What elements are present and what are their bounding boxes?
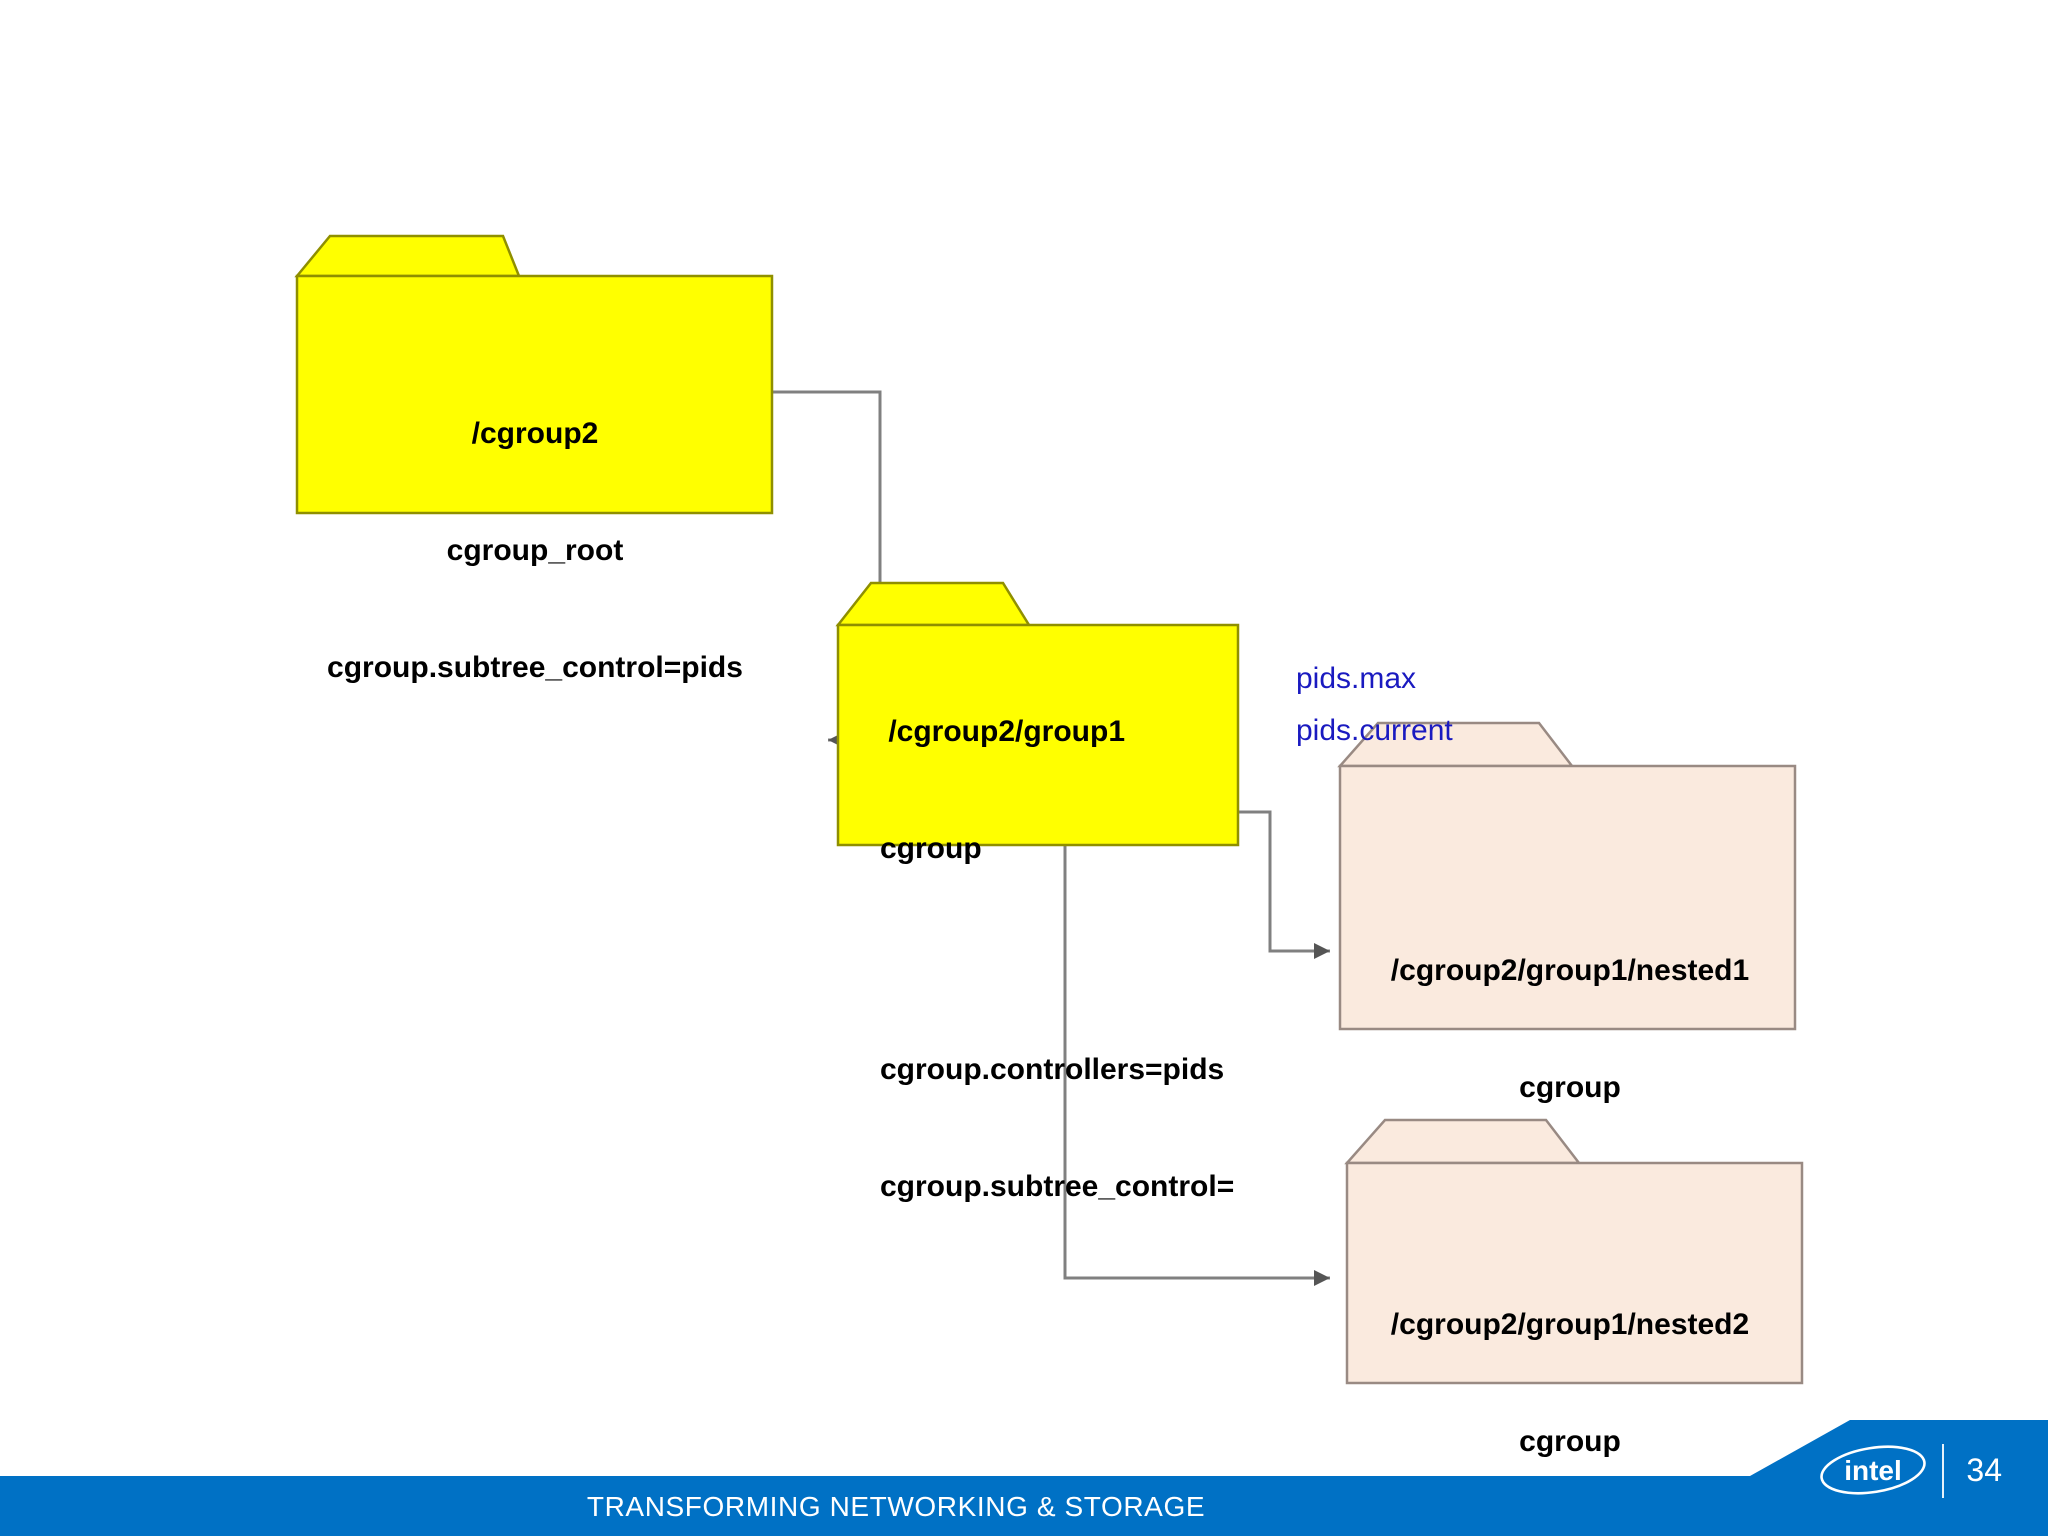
footer-badge-shape: [1750, 1420, 2048, 1536]
folder-cgroup2-group1[interactable]: [835, 581, 1240, 847]
label-line: cgroup_root: [446, 534, 624, 567]
label-line: /cgroup2/group1: [880, 715, 1126, 748]
label-line: /cgroup2: [471, 417, 599, 450]
intel-logo: intel: [1820, 1445, 1926, 1495]
folder-cgroup2-group1-nested2[interactable]: [1344, 1118, 1804, 1385]
svg-text:intel: intel: [1844, 1455, 1902, 1486]
label-spacer: [880, 946, 1310, 972]
folder-body: [1345, 1161, 1804, 1385]
label-line: cgroup.controllers=pids: [880, 1053, 1225, 1086]
label-line: cgroup: [880, 832, 982, 865]
folder-tab: [835, 581, 1032, 627]
folder-body: [836, 623, 1240, 847]
folder-tab: [294, 234, 521, 278]
folder-cgroup2-root[interactable]: [294, 234, 774, 515]
label-line: cgroup: [1519, 1425, 1621, 1458]
label-line: cgroup.subtree_control=: [880, 1170, 1235, 1203]
folder-label-cgroup2-group1: /cgroup2/group1 cgroup cgroup.controller…: [880, 634, 1310, 1284]
folder-cgroup2-group1-nested1[interactable]: [1337, 721, 1797, 1031]
footer-bar: [0, 1476, 2048, 1536]
label-line: cgroup: [1519, 1071, 1621, 1104]
folder-label-nested2: /cgroup2/group1/nested2 cgroup: [1345, 1227, 1795, 1539]
annotation-pids-max: pids.max: [1296, 662, 1417, 695]
annotation-pids-current: pids.current: [1296, 714, 1453, 747]
folder-label-nested1: /cgroup2/group1/nested1 cgroup: [1345, 873, 1795, 1185]
folder-body: [1338, 764, 1797, 1031]
page-number-divider: [1942, 1444, 1944, 1498]
folder-body: [295, 274, 774, 515]
folder-label-cgroup2-root: /cgroup2 cgroup_root cgroup.subtree_cont…: [300, 336, 770, 765]
label-line: cgroup.subtree_control=pids: [327, 651, 743, 684]
footer-tagline: TRANSFORMING NETWORKING & STORAGE: [586, 1491, 1206, 1522]
label-line: /cgroup2/group1/nested2: [1390, 1308, 1750, 1341]
page-number: 34: [1966, 1452, 2002, 1488]
connector-group1-to-nested2: [1063, 840, 1330, 1286]
label-line: /cgroup2/group1/nested1: [1390, 954, 1750, 987]
